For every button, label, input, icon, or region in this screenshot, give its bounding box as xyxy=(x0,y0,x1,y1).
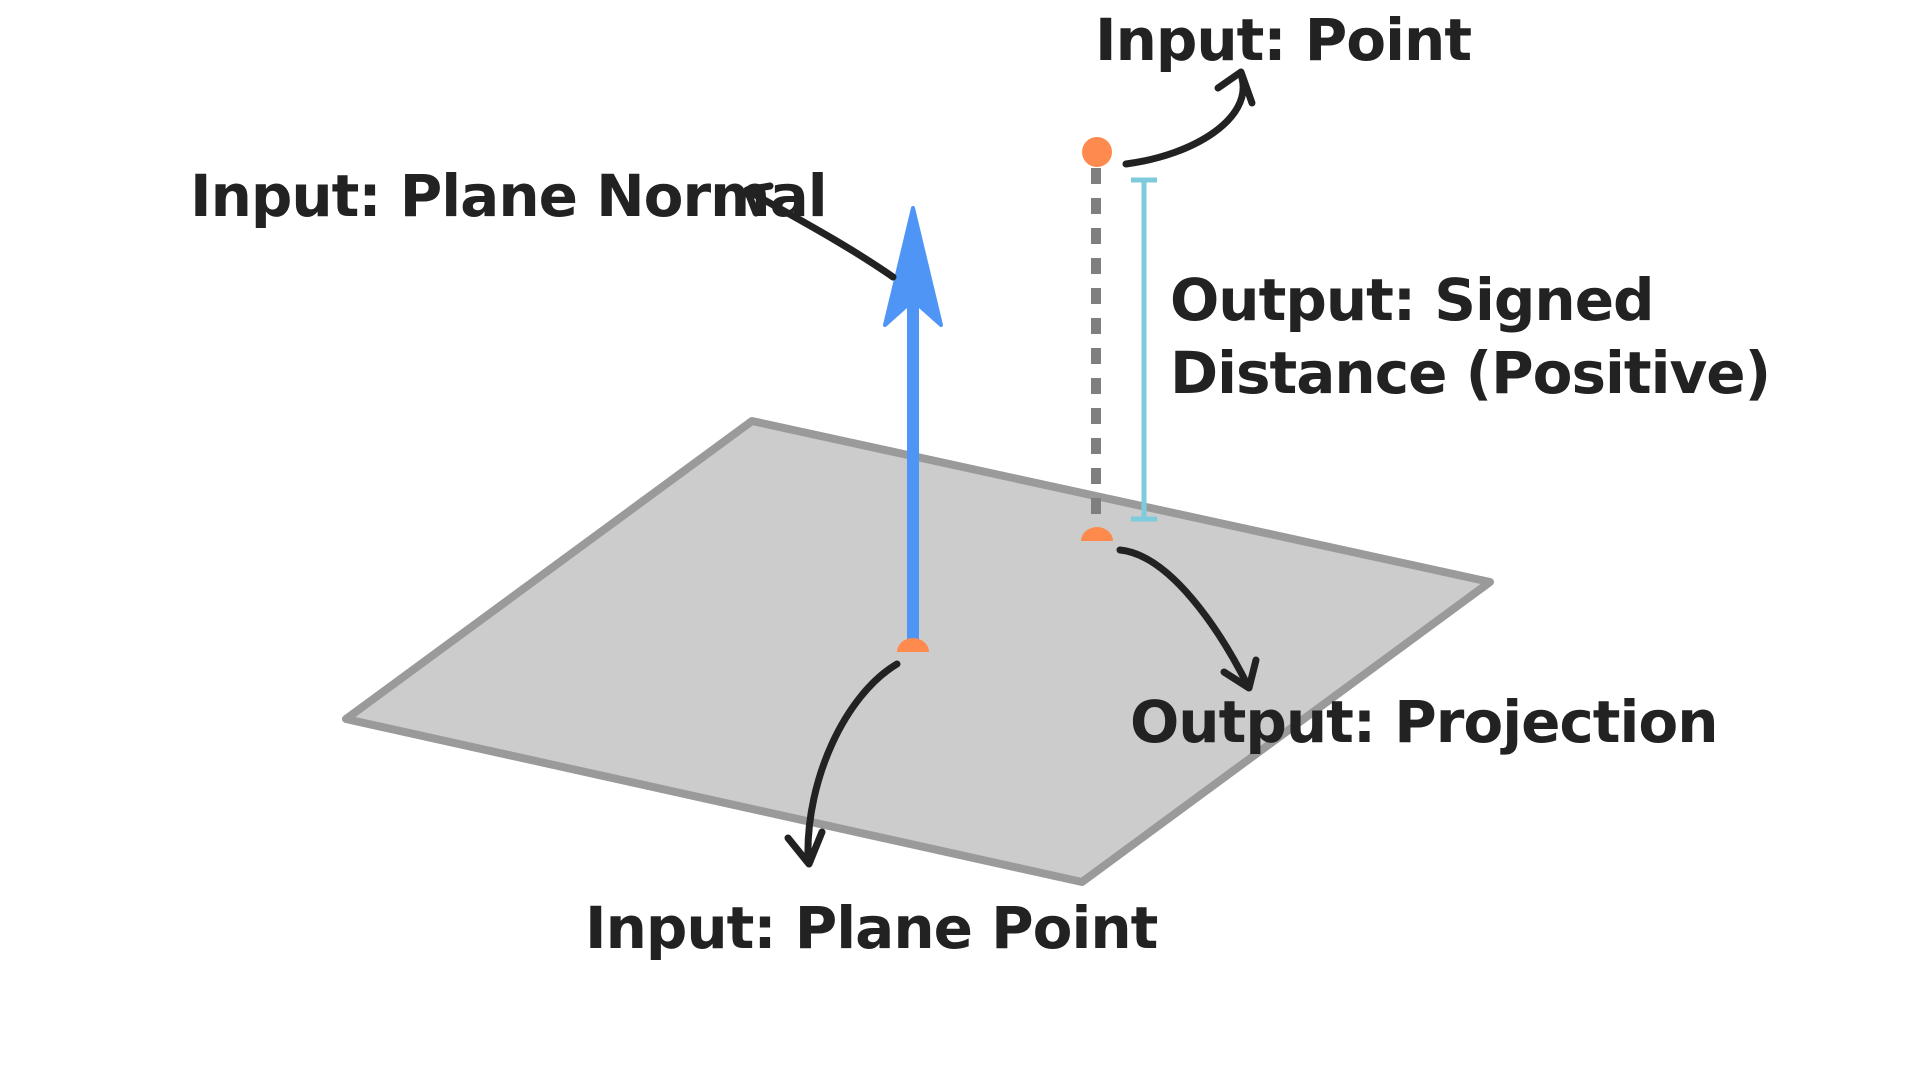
plane-point-annotation-arrow xyxy=(784,660,901,868)
output-signed-distance-label-line1: Output: Signed xyxy=(1170,266,1654,334)
plane-normal-annotation-arrow xyxy=(743,182,897,281)
input-point-label: Input: Point xyxy=(1095,6,1471,74)
input-plane-normal-label: Input: Plane Normal xyxy=(190,162,827,230)
output-signed-distance-label-line2: Distance (Positive) xyxy=(1170,339,1770,407)
input-point-annotation-arrow xyxy=(1122,68,1256,168)
projection-annotation-arrow xyxy=(1116,546,1260,692)
output-projection-label: Output: Projection xyxy=(1130,688,1718,756)
projection-point-marker xyxy=(1081,527,1113,541)
signed-distance-bracket xyxy=(1131,177,1157,522)
plane-point-marker xyxy=(897,638,929,652)
plane-normal-arrow-head xyxy=(883,206,943,327)
input-plane-point-label: Input: Plane Point xyxy=(585,894,1158,962)
input-point-marker xyxy=(1082,137,1112,167)
